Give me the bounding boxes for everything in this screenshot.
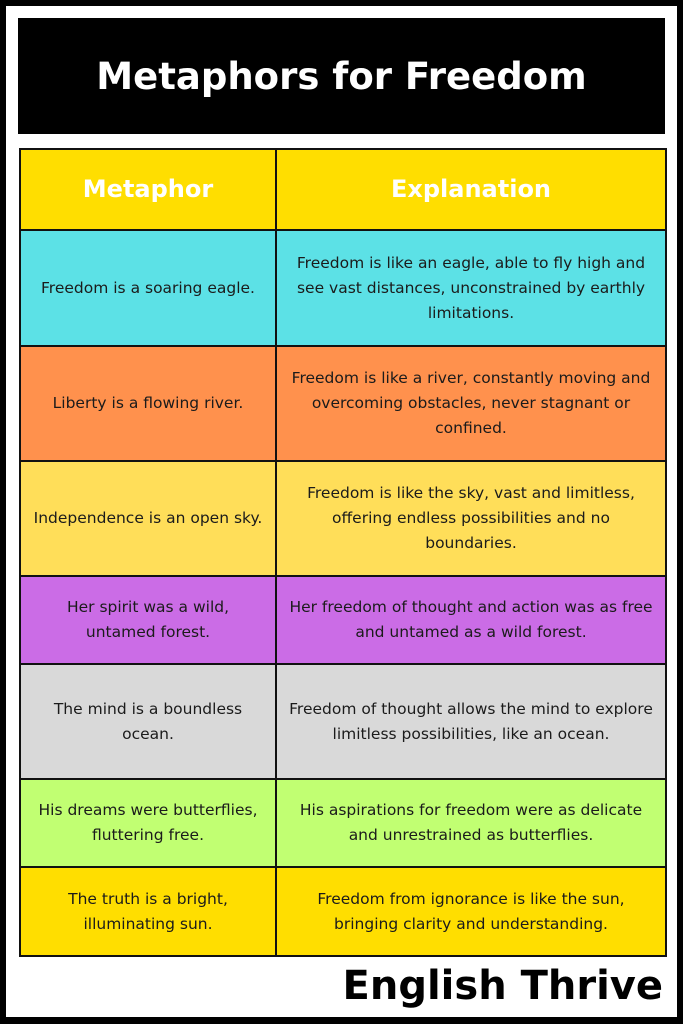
page-frame: Metaphors for Freedom Metaphor Explanati…: [6, 6, 677, 1017]
metaphor-cell: Freedom is a soaring eagle.: [19, 229, 277, 347]
table-row: Her spirit was a wild, untamed forest.He…: [19, 575, 667, 665]
metaphor-table: Metaphor Explanation Freedom is a soarin…: [19, 148, 667, 957]
metaphor-cell: The truth is a bright, illuminating sun.: [19, 866, 277, 957]
metaphor-cell: Independence is an open sky.: [19, 460, 277, 577]
table-row: The truth is a bright, illuminating sun.…: [19, 866, 667, 957]
header-metaphor: Metaphor: [19, 148, 277, 231]
metaphor-cell: The mind is a boundless ocean.: [19, 663, 277, 780]
metaphor-cell: His dreams were butterflies, fluttering …: [19, 778, 277, 868]
metaphor-cell: Liberty is a flowing river.: [19, 345, 277, 462]
explanation-cell: Freedom is like a river, constantly movi…: [275, 345, 667, 462]
brand-watermark: English Thrive: [342, 963, 663, 1009]
explanation-cell: Freedom from ignorance is like the sun, …: [275, 866, 667, 957]
table-row: Freedom is a soaring eagle.Freedom is li…: [19, 229, 667, 347]
table-row: His dreams were butterflies, fluttering …: [19, 778, 667, 868]
table-row: The mind is a boundless ocean.Freedom of…: [19, 663, 667, 780]
page-title: Metaphors for Freedom: [96, 54, 587, 98]
header-explanation: Explanation: [275, 148, 667, 231]
table-header-row: Metaphor Explanation: [19, 148, 667, 231]
table-row: Independence is an open sky.Freedom is l…: [19, 460, 667, 577]
explanation-cell: Freedom of thought allows the mind to ex…: [275, 663, 667, 780]
explanation-cell: Freedom is like an eagle, able to fly hi…: [275, 229, 667, 347]
metaphor-cell: Her spirit was a wild, untamed forest.: [19, 575, 277, 665]
title-banner: Metaphors for Freedom: [18, 18, 665, 134]
explanation-cell: His aspirations for freedom were as deli…: [275, 778, 667, 868]
explanation-cell: Freedom is like the sky, vast and limitl…: [275, 460, 667, 577]
explanation-cell: Her freedom of thought and action was as…: [275, 575, 667, 665]
table-row: Liberty is a flowing river.Freedom is li…: [19, 345, 667, 462]
